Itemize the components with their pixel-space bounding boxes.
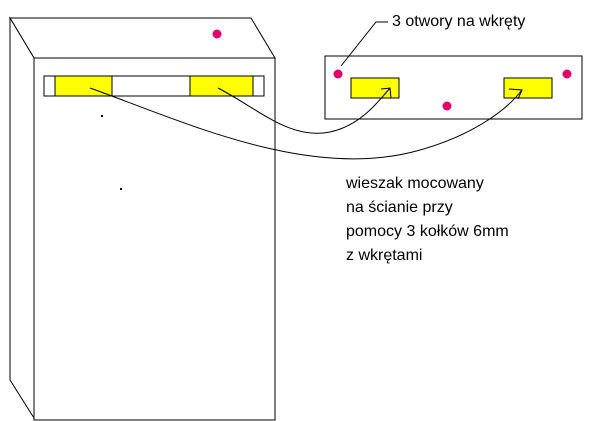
cabinet-front-face bbox=[33, 57, 276, 421]
cabinet bbox=[9, 16, 276, 421]
arrowhead bbox=[508, 88, 523, 100]
connector-arrows bbox=[89, 87, 523, 160]
screw-hole bbox=[333, 69, 343, 79]
description-text: wieszak mocowany na ścianie przy pomocy … bbox=[346, 172, 509, 268]
cabinet-hole-marker bbox=[212, 29, 222, 39]
screw-hole bbox=[562, 69, 572, 79]
speck bbox=[120, 188, 122, 190]
screw-label-leader bbox=[340, 21, 388, 67]
arrow-left-to-right-block bbox=[89, 87, 523, 160]
description-line: pomocy 3 kołków 6mm bbox=[346, 223, 509, 240]
rail-block-right bbox=[189, 75, 254, 97]
description-line: na ścianie przy bbox=[346, 199, 453, 216]
description-line: z wkrętami bbox=[346, 247, 423, 264]
speck bbox=[101, 115, 103, 117]
cabinet-rail bbox=[43, 75, 265, 97]
rail-end-left bbox=[43, 75, 56, 97]
cabinet-side-face bbox=[9, 16, 35, 420]
cabinet-top-face bbox=[9, 17, 276, 59]
screw-hole bbox=[442, 101, 452, 111]
arrow-right-to-left-block bbox=[217, 87, 391, 134]
wall-hanger bbox=[324, 55, 583, 120]
description-line: wieszak mocowany bbox=[346, 175, 484, 192]
screw-holes-label: 3 otwory na wkręty bbox=[392, 13, 526, 30]
hanger-block-right bbox=[503, 77, 553, 99]
hanger-block-left bbox=[350, 77, 400, 99]
rail-end-right bbox=[252, 75, 265, 97]
arrowhead bbox=[380, 87, 392, 99]
